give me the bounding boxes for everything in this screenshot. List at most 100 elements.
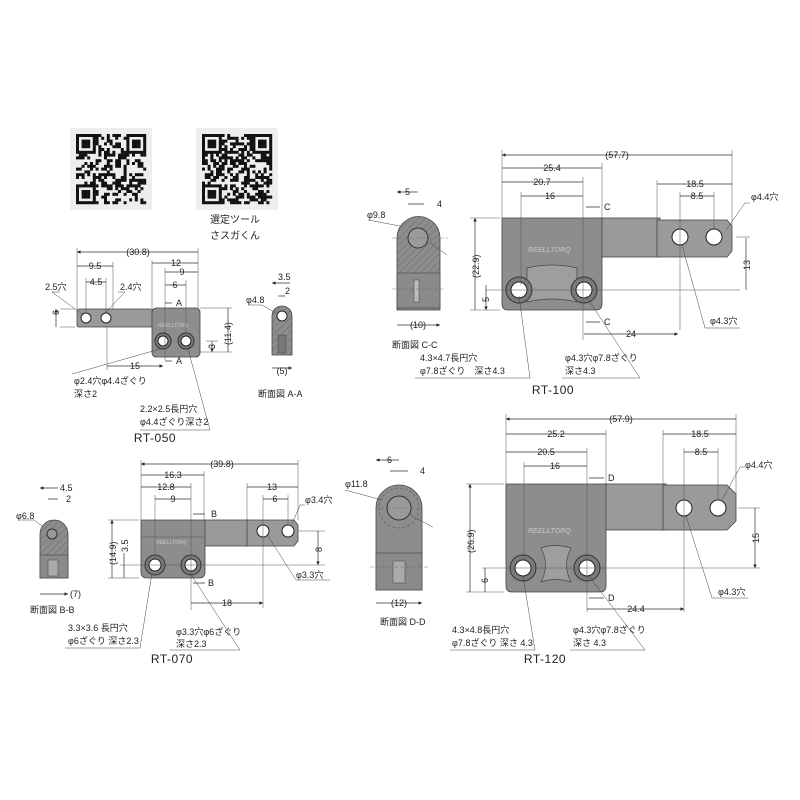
rt070-drawing: REELLTORQ (39.8) 16.3 12.8 9 13 6 (14.9)… (16, 459, 332, 666)
dim-text: 13 (742, 260, 752, 270)
note-text: φ4.4ざぐり深さ2 (140, 416, 208, 427)
rt050-hole (80, 312, 92, 324)
dim-text: (57.7) (605, 150, 629, 160)
dim-text: φ11.8 (345, 479, 368, 489)
dim-text: (22.9) (471, 254, 481, 278)
dim-text: φ9.8 (367, 210, 385, 220)
hole-label: φ4.3穴 (718, 586, 745, 597)
note-text: 深さ2.3 (176, 639, 207, 649)
dim-text: 25.4 (543, 163, 561, 173)
note-text: 深さ4.3 (565, 366, 596, 376)
section-mark: C (604, 317, 611, 327)
dim-text: 15 (751, 533, 761, 543)
dim-text: 3.5 (278, 272, 291, 282)
section-mark: B (208, 578, 214, 588)
dim-text: 8.5 (695, 447, 708, 457)
qr-caption-line1: 選定ツール (210, 213, 260, 226)
section-mark: D (608, 593, 615, 603)
dim-text: 3.5 (120, 539, 130, 552)
dim-text: 2 (285, 286, 290, 296)
rt050-body (151, 307, 201, 358)
note-text: φ4.3穴φ7.8ざぐり (573, 624, 646, 635)
dim-text: φ6.8 (16, 511, 34, 521)
dim-text: 9 (170, 494, 175, 504)
hole-label: φ4.4穴 (745, 459, 772, 470)
rt100-drawing: REELLTORQ (57.7) 25.4 20.7 16 18.5 8.5 (… (367, 150, 778, 397)
qr-caption-line2: さスガくん (210, 230, 260, 242)
dim-text: (5) (277, 366, 288, 376)
section-title: 断面図 D-D (380, 616, 426, 627)
model-title: RT-120 (524, 652, 566, 666)
dim-text: (14.9) (108, 541, 118, 565)
dim-text: (30.8) (126, 247, 150, 257)
dim-text: (57.9) (609, 414, 633, 424)
dim-text: 16.3 (164, 470, 182, 480)
note-text: φ2.4穴φ4.4ざぐり (74, 375, 147, 386)
dim-text: 24 (626, 329, 636, 339)
note-text: φ7.8ざぐり 深さ 4.3 (452, 637, 533, 648)
rt050-logo: REELLTORQ (158, 323, 188, 329)
note-text: 深さ 4.3 (573, 638, 606, 648)
section-mark: B (211, 509, 217, 519)
dim-text: (7) (70, 589, 81, 599)
rt050-hole (100, 312, 112, 324)
dim-text: 6 (172, 280, 177, 290)
dim-text: (10) (410, 320, 426, 330)
dim-text: (11.4) (223, 322, 233, 345)
dim-text: 6 (480, 578, 490, 583)
note-text: 4.3×4.7長円穴 (420, 352, 477, 363)
hole-label: φ4.4穴 (751, 191, 778, 202)
note-text: 4.3×4.8長円穴 (452, 624, 509, 635)
rt120-logo: REELLTORQ (528, 528, 571, 535)
dim-text: 16 (545, 191, 555, 201)
dim-text: φ4.8 (246, 295, 264, 305)
rt070-logo: REELLTORQ (156, 540, 186, 546)
model-title: RT-070 (151, 652, 193, 666)
dim-text: 24.4 (627, 604, 645, 614)
section-title: 断面図 C-C (392, 339, 438, 350)
dim-text: 8 (314, 547, 324, 552)
dim-text: 18 (222, 598, 232, 608)
section-mark: C (604, 202, 611, 212)
rt120-hole (709, 499, 727, 517)
rt120-drawing: REELLTORQ (57.9) 25.2 20.5 16 18.5 8.5 (… (344, 414, 772, 666)
hole-label: φ3.3穴 (296, 569, 323, 580)
rt100-arm (599, 217, 661, 258)
dim-text: 15 (130, 361, 140, 371)
dim-text: (39.8) (210, 459, 234, 469)
dim-text: 3 (207, 344, 217, 349)
dim-text: 4 (437, 199, 442, 209)
section-title: 断面図 A-A (258, 388, 303, 399)
dim-text: 16 (550, 461, 560, 471)
dim-text: 5 (481, 297, 491, 302)
note-text: φ4.3穴φ7.8ざぐり (565, 352, 638, 363)
section-mark: A (176, 298, 182, 308)
note-text: φ6ざぐり 深さ2.3 (68, 635, 139, 646)
model-title: RT-050 (134, 431, 176, 445)
qr-code-right[interactable] (196, 128, 278, 210)
dim-text: 20.7 (533, 177, 551, 187)
dim-text: 6 (387, 455, 392, 465)
dim-text: 5 (405, 187, 410, 197)
qr-code-left[interactable] (70, 128, 152, 210)
note-text: φ3.3穴φ6ざぐり (176, 626, 241, 637)
rt070-hole (281, 524, 295, 538)
dim-text: 6 (272, 494, 277, 504)
dim-text: 20.5 (537, 447, 555, 457)
note-text: 2.2×2.5長円穴 (140, 403, 197, 414)
dim-text: 25.2 (547, 429, 565, 439)
rt050-hole (180, 335, 192, 347)
rt100-logo: REELLTORQ (528, 247, 571, 254)
dim-text: 2 (66, 494, 71, 504)
rt050-hole (157, 335, 169, 347)
hole-label: φ4.3穴 (710, 315, 737, 326)
dim-text: 18.5 (691, 429, 709, 439)
note-text: 深さ2 (74, 389, 97, 399)
rt070-arm (203, 519, 250, 547)
dim-text: 18.5 (686, 179, 704, 189)
rt050-drawing: REELLTORQ (30.8) 9.5 4.5 12 9 6 6 (11.4)… (45, 247, 303, 445)
rt120-arm (603, 483, 667, 531)
hole-label: 2.5穴 (45, 281, 67, 292)
dim-text: 4 (420, 466, 425, 476)
